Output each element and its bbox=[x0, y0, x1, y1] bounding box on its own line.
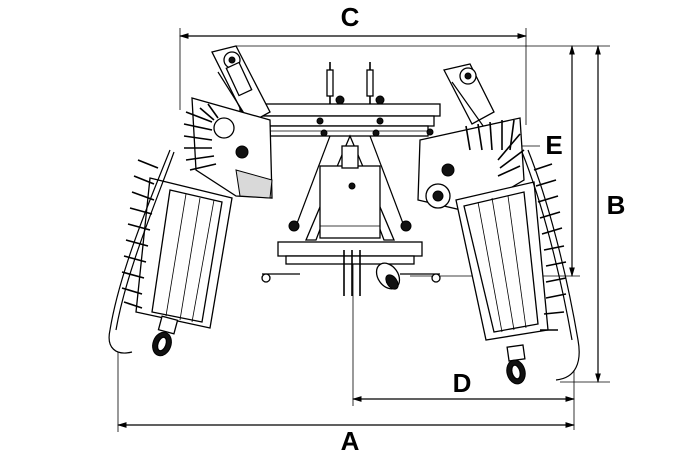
dimension-a-group: A bbox=[117, 352, 575, 456]
dimension-c-label: C bbox=[341, 2, 360, 32]
dimension-e-label: E bbox=[545, 130, 562, 160]
dimension-c-group: C bbox=[179, 2, 527, 125]
left-rotor-assembly bbox=[108, 45, 273, 357]
right-rotor-assembly bbox=[417, 63, 580, 385]
dimension-a-label: A bbox=[341, 426, 360, 456]
dimension-d-label: D bbox=[453, 368, 472, 398]
left-ground-wheel bbox=[152, 315, 179, 357]
hydraulic-coupler bbox=[375, 262, 401, 290]
dimension-b-group: B bbox=[236, 45, 626, 383]
central-frame bbox=[239, 62, 441, 296]
right-ground-wheel bbox=[506, 344, 526, 385]
dimension-b-label: B bbox=[607, 190, 626, 220]
dimension-d-group: D bbox=[352, 260, 575, 430]
